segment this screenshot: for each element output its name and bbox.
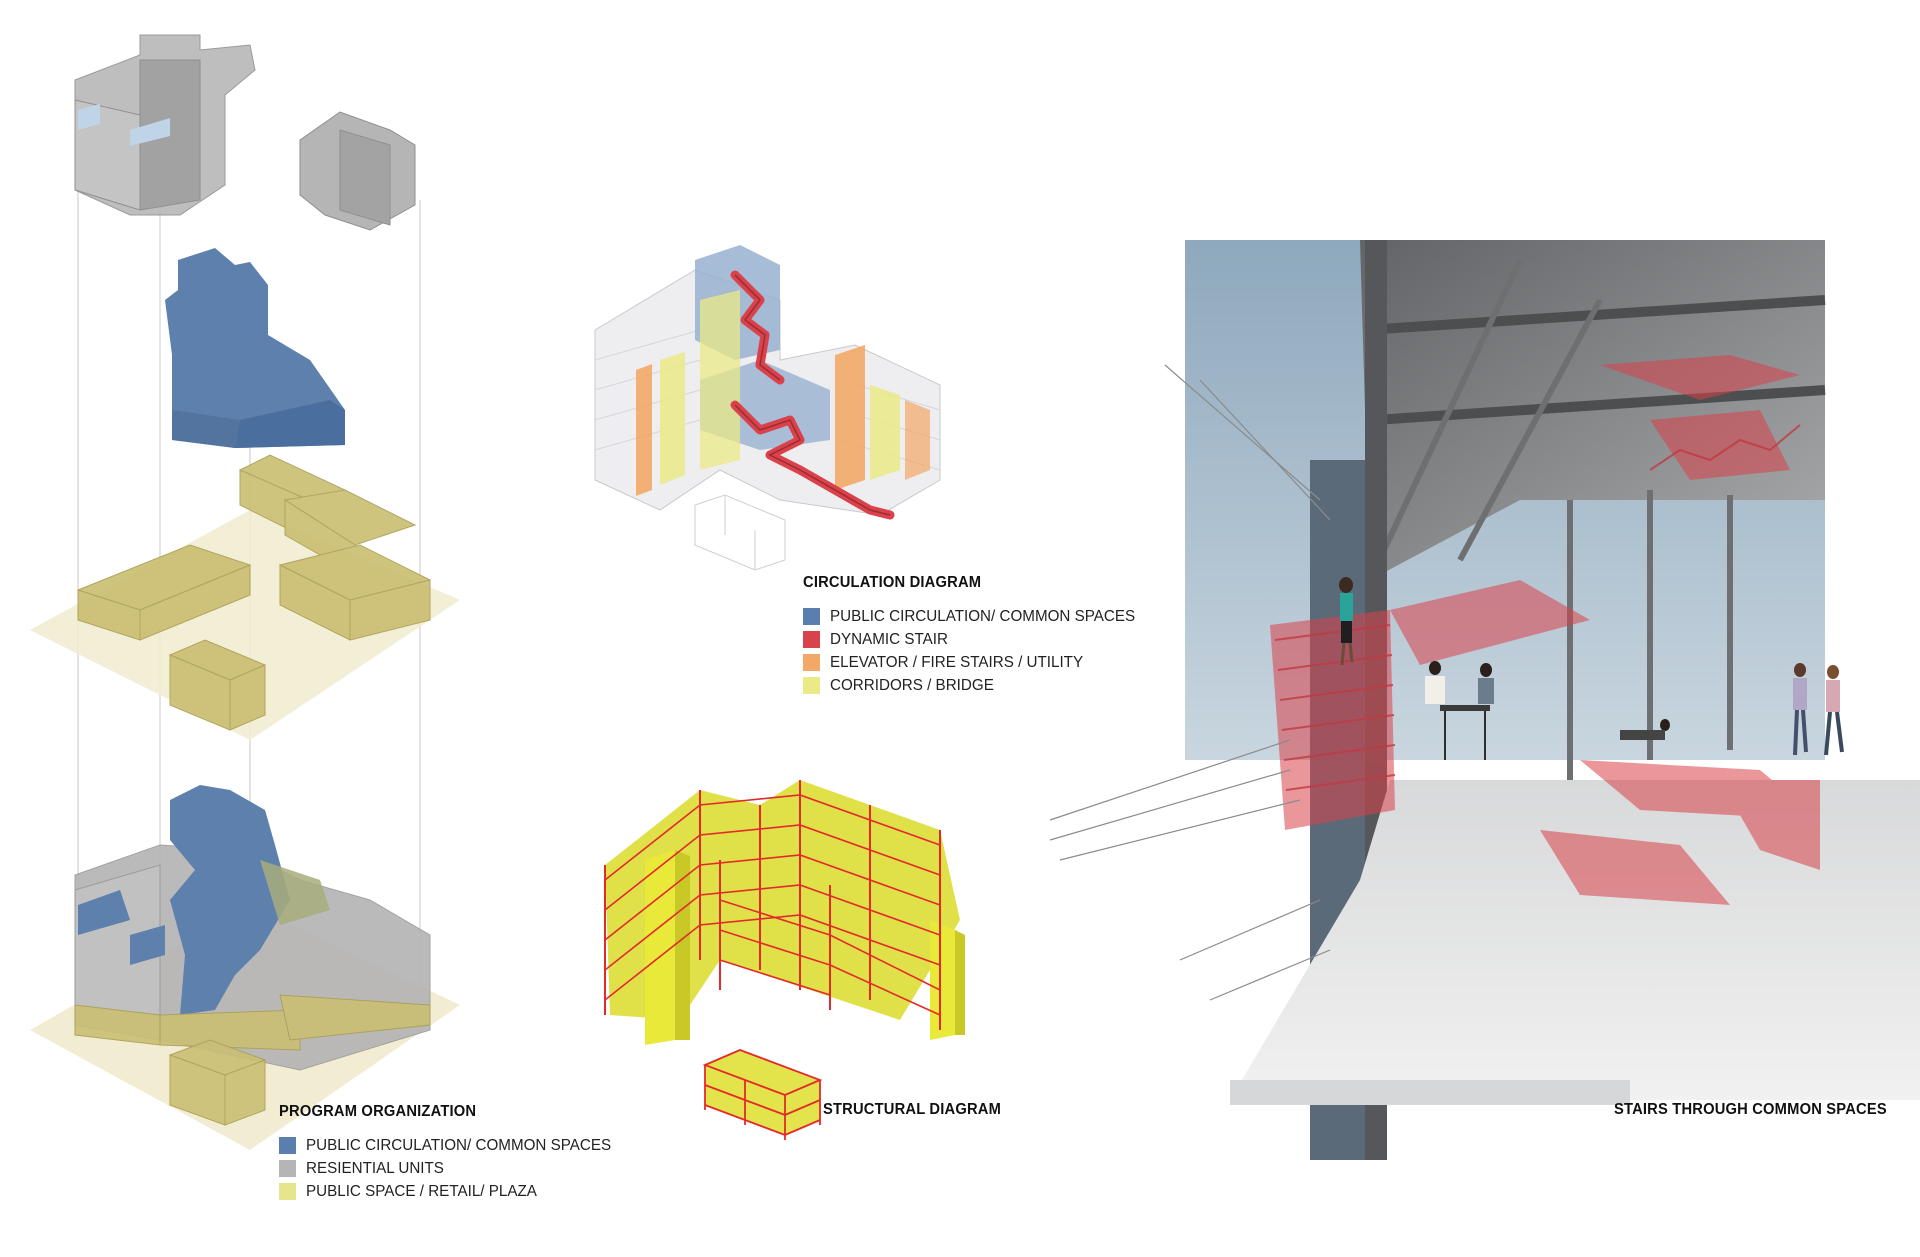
legend-label: PUBLIC SPACE / RETAIL/ PLAZA (306, 1182, 537, 1200)
people-figures (1339, 577, 1844, 760)
structural-axonometric (604, 780, 965, 1140)
residential-units-block (74, 34, 416, 231)
legend-swatch-red (803, 631, 820, 648)
program-organization-legend: PUBLIC CIRCULATION/ COMMON SPACES RESIEN… (279, 1134, 627, 1203)
legend-swatch-grey (279, 1160, 296, 1177)
program-organization-title: PROGRAM ORGANIZATION (279, 1103, 477, 1120)
legend-label: DYNAMIC STAIR (830, 630, 948, 648)
structural-diagram-title: STRUCTURAL DIAGRAM (823, 1101, 1002, 1118)
legend-swatch-yellow (803, 677, 820, 694)
legend-item-corridors: CORRIDORS / BRIDGE (803, 674, 1151, 697)
legend-item-public-circulation: PUBLIC CIRCULATION/ COMMON SPACES (803, 605, 1151, 628)
legend-swatch-yellow (279, 1183, 296, 1200)
rendering-title: STAIRS THROUGH COMMON SPACES (1614, 1101, 1887, 1118)
legend-item-public-space: PUBLIC SPACE / RETAIL/ PLAZA (279, 1180, 627, 1203)
legend-label: ELEVATOR / FIRE STAIRS / UTILITY (830, 653, 1084, 671)
legend-item-elevator: ELEVATOR / FIRE STAIRS / UTILITY (803, 651, 1151, 674)
legend-swatch-blue (279, 1137, 296, 1154)
legend-label: PUBLIC CIRCULATION/ COMMON SPACES (830, 607, 1136, 625)
retail-plaza-layer (30, 454, 460, 740)
program-exploded-axonometric (30, 34, 460, 1150)
legend-label: CORRIDORS / BRIDGE (830, 676, 994, 694)
circulation-diagram-title: CIRCULATION DIAGRAM (803, 574, 982, 591)
circulation-axonometric (594, 245, 941, 571)
legend-label: PUBLIC CIRCULATION/ COMMON SPACES (306, 1136, 612, 1154)
legend-item-public-circulation: PUBLIC CIRCULATION/ COMMON SPACES (279, 1134, 627, 1157)
legend-item-residential-units: RESIENTIAL UNITS (279, 1157, 627, 1180)
public-circulation-block (165, 248, 345, 448)
structural-detached-frame (702, 1049, 823, 1140)
stairs-perspective-rendering (1049, 240, 1920, 1160)
circulation-diagram-legend: PUBLIC CIRCULATION/ COMMON SPACES DYNAMI… (803, 605, 1151, 697)
program-combined-block (30, 785, 460, 1150)
legend-label: RESIENTIAL UNITS (306, 1159, 444, 1177)
legend-swatch-blue (803, 608, 820, 625)
legend-swatch-orange (803, 654, 820, 671)
legend-item-dynamic-stair: DYNAMIC STAIR (803, 628, 1151, 651)
